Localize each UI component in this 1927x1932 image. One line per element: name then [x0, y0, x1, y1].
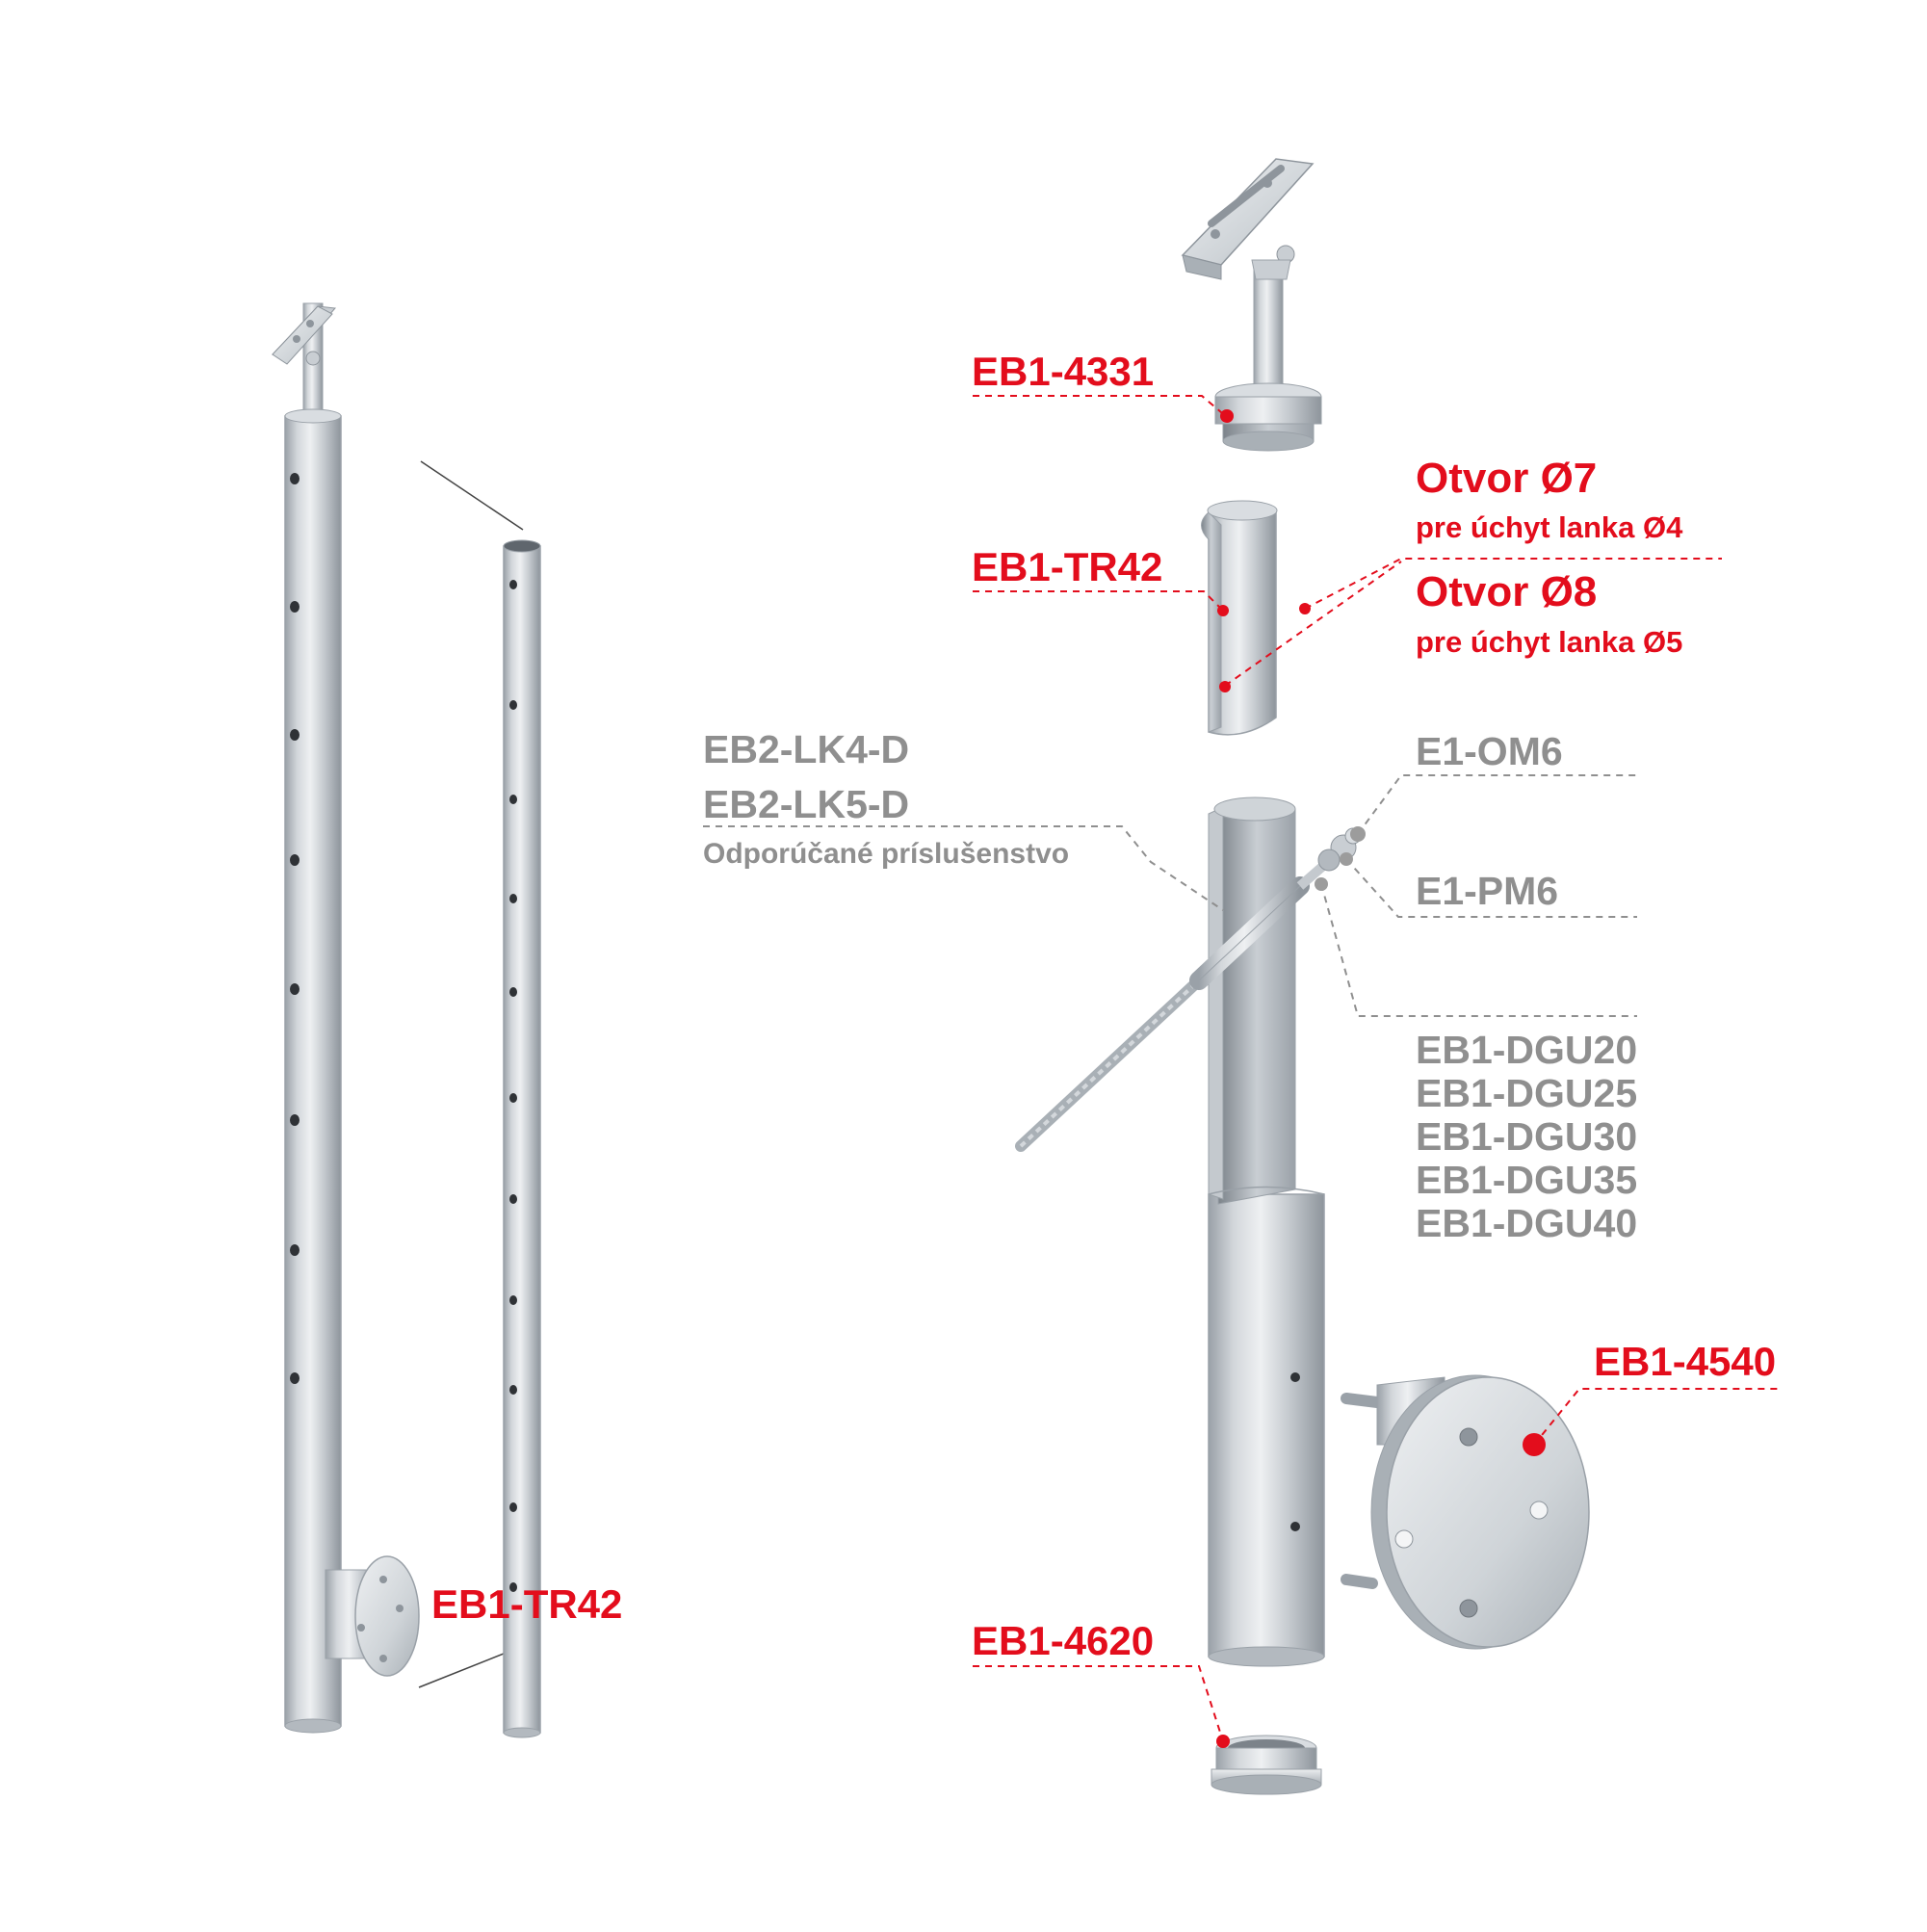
- middle-tube-hole-5: [509, 987, 517, 997]
- zoom-line-top: [420, 460, 524, 531]
- leader-lines: [703, 395, 1782, 1742]
- cable-note-label: Odporúčané príslušenstvo: [703, 838, 1070, 870]
- hole7-note: pre úchyt lanka Ø4: [1416, 510, 1683, 544]
- dgu-label-3: EB1-DGU30: [1416, 1114, 1638, 1159]
- tube-segment-icon: [1201, 500, 1278, 736]
- left-flange-icon: [325, 1555, 420, 1677]
- tube-segment-label: EB1-TR42: [972, 544, 1163, 589]
- cable-icon: [1015, 827, 1362, 1152]
- end-cap-icon: [1211, 1735, 1322, 1795]
- middle-tube-hole-4: [509, 894, 517, 903]
- middle-tube-hole-2: [509, 700, 517, 710]
- left-post-label: EB1-TR42: [431, 1581, 623, 1627]
- left-tube-icon: [284, 408, 342, 1734]
- cable-lk4-label: EB2-LK4-D: [703, 727, 910, 771]
- left-tube-hole-6: [290, 1114, 299, 1126]
- left-tube-hole-4: [290, 854, 299, 866]
- top-bracket-icon: [1181, 158, 1322, 452]
- left-tube-hole-7: [290, 1244, 299, 1256]
- hole8-note: pre úchyt lanka Ø5: [1416, 625, 1683, 659]
- left-saddle-icon: [272, 302, 337, 420]
- middle-tube-hole-7: [509, 1194, 517, 1204]
- middle-tube-hole-10: [509, 1502, 517, 1512]
- middle-tube-hole-9: [509, 1385, 517, 1395]
- left-post-assembly: [272, 302, 420, 1734]
- end-cap-label: EB1-4620: [972, 1618, 1155, 1663]
- cable-lk5-label: EB2-LK5-D: [703, 782, 910, 826]
- dgu-label-4: EB1-DGU35: [1416, 1158, 1638, 1202]
- nut-label: E1-OM6: [1416, 729, 1563, 773]
- left-tube-hole-3: [290, 729, 299, 741]
- leader-dots: [1216, 409, 1546, 1748]
- dgu-label-1: EB1-DGU20: [1416, 1028, 1638, 1072]
- wall-flange-icon: [1341, 1374, 1590, 1650]
- middle-tube-icon: [503, 539, 541, 1738]
- washer-label: E1-PM6: [1416, 869, 1559, 913]
- wall-flange-label: EB1-4540: [1594, 1339, 1777, 1384]
- dgu-label-2: EB1-DGU25: [1416, 1071, 1638, 1115]
- middle-tube-hole-3: [509, 795, 517, 804]
- middle-tube-hole-6: [509, 1093, 517, 1103]
- middle-tube-hole-11: [509, 1582, 517, 1592]
- middle-tube-hole-1: [509, 580, 517, 589]
- left-tube-hole-1: [290, 473, 299, 484]
- left-tube-hole-2: [290, 601, 299, 613]
- top-bracket-label: EB1-4331: [972, 349, 1155, 394]
- middle-tube-hole-8: [509, 1295, 517, 1305]
- left-tube-hole-5: [290, 983, 299, 995]
- hole8-title: Otvor Ø8: [1416, 568, 1598, 615]
- hole7-title: Otvor Ø7: [1416, 455, 1598, 502]
- dgu-label-5: EB1-DGU40: [1416, 1201, 1638, 1245]
- left-tube-hole-8: [290, 1372, 299, 1384]
